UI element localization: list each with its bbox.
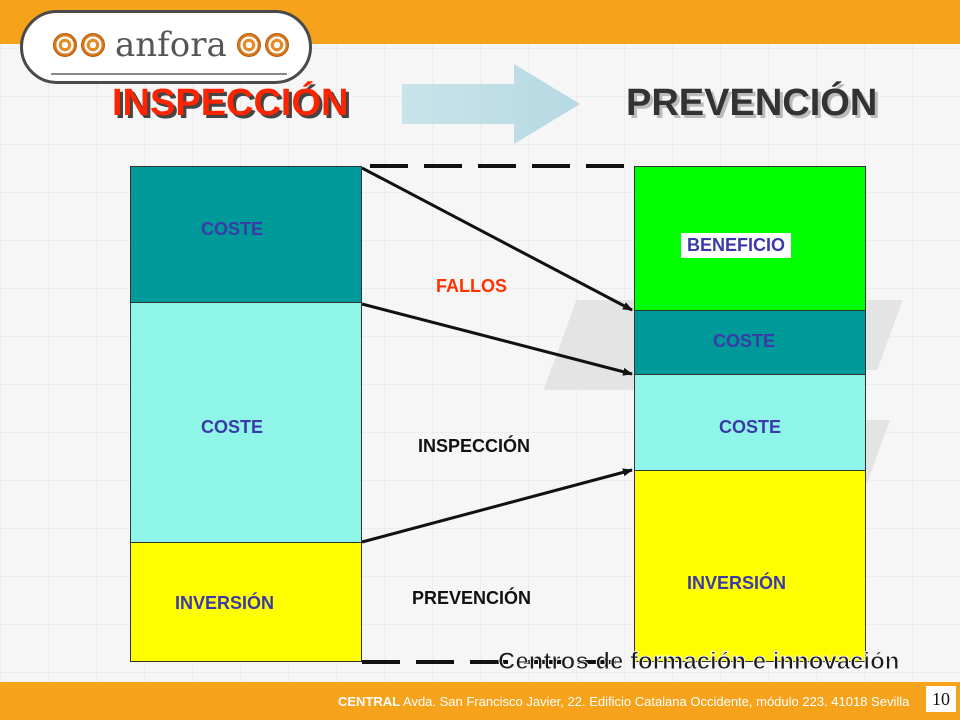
spiral-icon xyxy=(53,33,77,57)
fallos-label: FALLOS xyxy=(436,276,507,296)
right-inversion-label: INVERSIÓN xyxy=(687,573,787,593)
logo-underline xyxy=(51,73,287,75)
right-coste-fallos-segment: COSTE xyxy=(635,311,865,375)
spiral-icon xyxy=(264,33,289,57)
title-inspeccion: INSPECCIÓN xyxy=(112,82,349,124)
left-column: COSTE COSTE INVERSIÓN xyxy=(130,166,362,662)
spiral-icon xyxy=(81,33,105,57)
right-coste-inspeccion-segment: COSTE xyxy=(635,375,865,471)
left-inversion-segment: INVERSIÓN xyxy=(131,543,361,661)
left-coste-inspeccion-segment: COSTE xyxy=(131,303,361,543)
right-coste-label: COSTE xyxy=(713,331,776,351)
logo-text: anfora xyxy=(115,25,227,65)
arrow-prevencion-to-inversion xyxy=(361,468,633,544)
arrow-inspeccion-to-coste xyxy=(361,302,633,376)
prevencion-label: PREVENCIÓN xyxy=(412,588,532,608)
beneficio-label: BENEFICIO xyxy=(681,233,792,258)
page-number: 10 xyxy=(926,686,956,712)
transition-arrow xyxy=(402,64,580,144)
footer-address: CENTRAL Avda. San Francisco Javier, 22. … xyxy=(338,694,909,709)
spiral-icon xyxy=(236,33,261,57)
left-coste-fallos-segment: COSTE xyxy=(131,167,361,303)
arrow-fallos-to-beneficio xyxy=(361,166,633,312)
right-beneficio-segment: BENEFICIO xyxy=(635,167,865,311)
right-column: BENEFICIO COSTE COSTE INVERSIÓN xyxy=(634,166,866,662)
brand-logo: anfora xyxy=(20,10,312,84)
footer-orange-bar xyxy=(0,682,960,720)
title-prevencion: PREVENCIÓN xyxy=(626,82,878,124)
footer-address-text: Avda. San Francisco Javier, 22. Edificio… xyxy=(400,694,910,709)
left-coste-label: COSTE xyxy=(201,417,264,437)
footer-address-bold: CENTRAL xyxy=(338,694,401,709)
left-coste-label: COSTE xyxy=(201,219,264,239)
left-inversion-label: INVERSIÓN xyxy=(175,593,275,613)
footer-title: Centros de formación e innovación xyxy=(497,648,900,676)
right-coste-label: COSTE xyxy=(719,417,782,437)
inspeccion-label: INSPECCIÓN xyxy=(418,436,531,456)
right-inversion-segment: INVERSIÓN xyxy=(635,471,865,661)
